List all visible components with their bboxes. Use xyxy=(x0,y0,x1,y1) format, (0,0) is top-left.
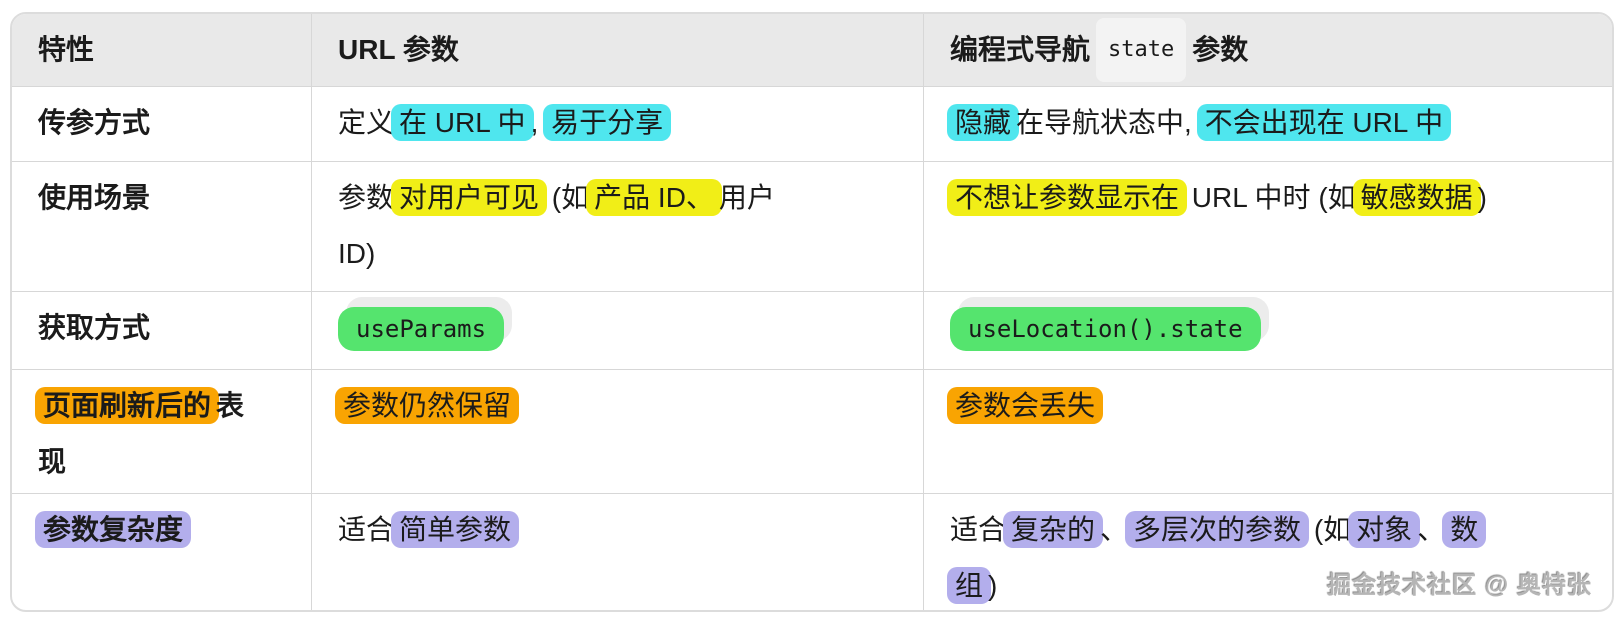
cell-passing-method-url: 定义在 URL 中, 易于分享 xyxy=(312,87,924,162)
text-segment: ) xyxy=(988,570,998,601)
text-segment: 参数 xyxy=(1192,34,1249,65)
highlight-yellow: 敏感数据 xyxy=(1352,179,1481,216)
text-segment: 特性 xyxy=(38,34,95,65)
text-segment: 在导航状态中, xyxy=(1016,107,1200,138)
highlight-orange: 参数仍然保留 xyxy=(335,387,520,424)
header-cell-url-params: URL 参数 xyxy=(312,14,924,87)
cell-refresh-behavior-state: 参数会丢失 xyxy=(924,370,1612,494)
highlight-purple: 复杂的 xyxy=(1003,511,1104,548)
highlight-orange: 参数会丢失 xyxy=(947,387,1104,424)
text-segment: 表 xyxy=(216,390,245,421)
text-segment: 使用场景 xyxy=(38,182,151,213)
code-highlight: useLocation().state xyxy=(950,307,1261,351)
text-segment: 、 xyxy=(1417,514,1446,545)
header-cell-feature: 特性 xyxy=(12,14,312,87)
text-segment: 获取方式 xyxy=(38,312,151,343)
text-segment: , xyxy=(530,107,547,138)
cell-retrieval-state: useLocation().state xyxy=(924,292,1612,370)
text-segment: 编程式导航 xyxy=(950,34,1091,65)
highlight-purple: 多层次的参数 xyxy=(1125,511,1310,548)
highlight-purple: 参数复杂度 xyxy=(35,511,192,548)
inline-code-chip: state xyxy=(1096,18,1187,82)
cell-refresh-behavior-url: 参数仍然保留 xyxy=(312,370,924,494)
text-segment: (如 xyxy=(1306,514,1352,545)
text-segment: 适合 xyxy=(338,514,395,545)
highlight-yellow: 不想让参数显示在 xyxy=(947,179,1188,216)
text-segment: 用户 xyxy=(718,182,775,213)
text-segment: 适合 xyxy=(950,514,1007,545)
cell-retrieval-label: 获取方式 xyxy=(12,292,312,370)
cell-refresh-behavior-label: 页面刷新后的表现 xyxy=(12,370,312,494)
highlight-purple: 数 xyxy=(1442,511,1487,548)
cell-use-case-state: 不想让参数显示在 URL 中时 (如敏感数据) xyxy=(924,162,1612,292)
highlight-purple: 组 xyxy=(947,567,992,604)
text-segment: ID) xyxy=(338,238,376,269)
text-segment: 传参方式 xyxy=(38,107,151,138)
highlight-orange: 页面刷新后的 xyxy=(35,387,220,424)
highlight-yellow: 对用户可见 xyxy=(391,179,548,216)
highlight-yellow: 产品 ID、 xyxy=(586,179,722,216)
highlight-cyan: 在 URL 中 xyxy=(391,104,534,141)
cell-complexity-label: 参数复杂度 xyxy=(12,494,312,610)
highlight-purple: 简单参数 xyxy=(391,511,520,548)
text-segment: URL 中时 (如 xyxy=(1184,182,1356,213)
text-segment: 、 xyxy=(1100,514,1129,545)
text-segment: URL 参数 xyxy=(338,34,459,65)
text-segment: (如 xyxy=(544,182,590,213)
code-highlight: useParams xyxy=(338,307,505,351)
cell-complexity-url: 适合简单参数 xyxy=(312,494,924,610)
highlight-cyan: 不会出现在 URL 中 xyxy=(1196,104,1452,141)
highlight-cyan: 易于分享 xyxy=(543,104,672,141)
cell-passing-method-label: 传参方式 xyxy=(12,87,312,162)
highlight-cyan: 隐藏 xyxy=(947,104,1020,141)
text-segment: ) xyxy=(1477,182,1487,213)
cell-passing-method-state: 隐藏在导航状态中, 不会出现在 URL 中 xyxy=(924,87,1612,162)
cell-use-case-url: 参数对用户可见 (如产品 ID、用户 ID) xyxy=(312,162,924,292)
cell-use-case-label: 使用场景 xyxy=(12,162,312,292)
cell-retrieval-url: useParams xyxy=(312,292,924,370)
highlight-purple: 对象 xyxy=(1348,511,1421,548)
text-segment: 定义 xyxy=(338,107,395,138)
cell-complexity-state: 适合复杂的、多层次的参数 (如对象、数组) xyxy=(924,494,1612,610)
text-segment: 现 xyxy=(38,446,67,477)
text-segment: 参数 xyxy=(338,182,395,213)
